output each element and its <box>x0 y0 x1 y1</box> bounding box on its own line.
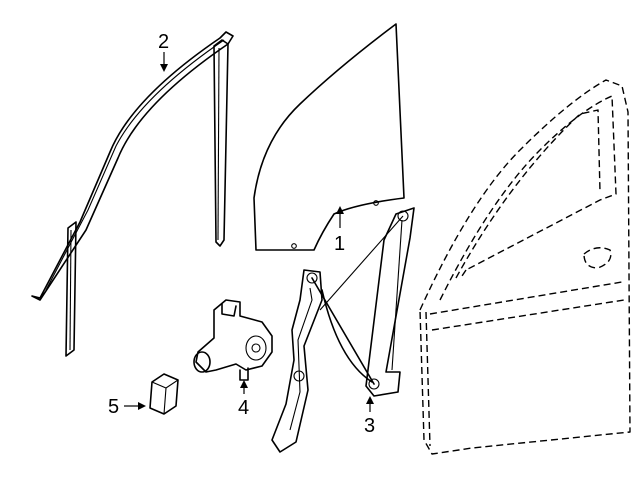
door-glass-part-1 <box>253 23 405 251</box>
callout-3: 3 <box>364 396 375 437</box>
door-shell-dashed <box>419 79 631 455</box>
callout-2: 2 <box>158 31 169 72</box>
switch-part-5 <box>149 373 179 415</box>
window-motor-part-4 <box>193 299 273 381</box>
callout-1: 1 <box>334 206 345 255</box>
window-regulator-part-3 <box>271 207 415 453</box>
callout-number-4: 4 <box>238 397 249 419</box>
callout-4: 4 <box>238 380 249 419</box>
window-channel-part-2 <box>31 31 234 357</box>
callout-5: 5 <box>108 396 146 418</box>
callout-number-1: 1 <box>334 233 345 255</box>
callout-number-3: 3 <box>364 415 375 437</box>
callout-number-2: 2 <box>158 31 169 53</box>
callout-number-5: 5 <box>108 396 119 418</box>
